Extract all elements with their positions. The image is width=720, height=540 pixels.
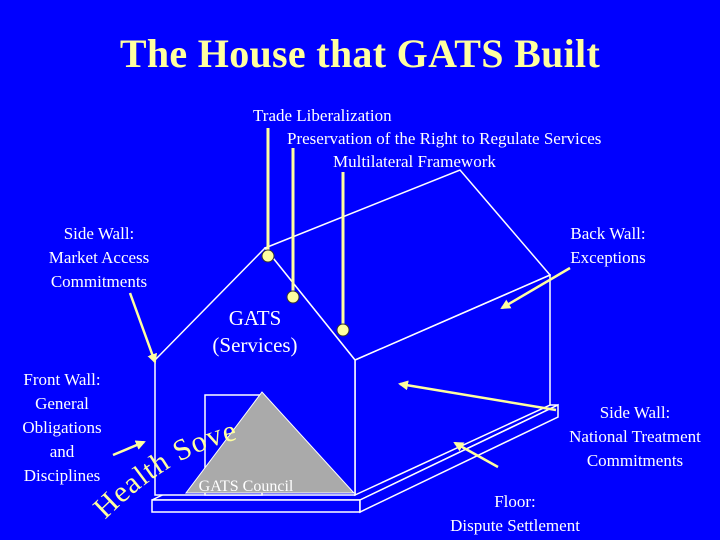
label-side-wall-national-treatment: Side Wall: National Treatment Commitment… — [552, 401, 718, 473]
label-floor-dispute-settlement: Floor: Dispute Settlement — [434, 490, 596, 538]
arrow-front-wall — [112, 440, 146, 457]
side-wall-left-line-1: Side Wall: — [63, 224, 135, 243]
side-wall-left-line-2: Market Access — [48, 248, 150, 267]
pin-multilateral-framework — [336, 172, 350, 337]
front-wall-line-5: Disciplines — [23, 466, 101, 485]
side-wall-left-line-3: Commitments — [50, 272, 148, 291]
floor-line-2: Dispute Settlement — [450, 516, 580, 535]
gats-council-label: GATS Council — [199, 478, 294, 495]
arrow-national-treatment — [398, 380, 557, 412]
label-back-wall-exceptions: Back Wall: Exceptions — [548, 222, 668, 270]
side-wall-right-line-1: Side Wall: — [599, 403, 671, 422]
gats-council-wedge — [184, 391, 356, 494]
page-title: The House that GATS Built — [119, 31, 601, 76]
arrow-exceptions — [500, 266, 571, 310]
label-trade-liberalization: Trade Liberalization — [253, 106, 392, 125]
side-wall-right-line-3: Commitments — [586, 451, 684, 470]
health-sovereignty-textpath: Health Sovereignty — [0, 0, 240, 525]
back-wall-line-1: Back Wall: — [570, 224, 646, 243]
label-front-wall-obligations: Front Wall: General Obligations and Disc… — [6, 368, 118, 488]
gats-label-line-2: (Services) — [212, 333, 298, 357]
side-wall-right-line-2: National Treatment — [569, 427, 701, 446]
label-right-to-regulate: Preservation of the Right to Regulate Se… — [287, 129, 602, 148]
front-wall-line-1: Front Wall: — [23, 370, 101, 389]
gats-label-line-1: GATS — [228, 306, 282, 330]
front-wall-line-2: General — [35, 394, 89, 413]
front-wall-line-4: and — [49, 442, 75, 461]
front-wall-line-3: Obligations — [22, 418, 102, 437]
arrow-floor — [453, 441, 499, 469]
pin-right-to-regulate — [286, 148, 300, 304]
label-multilateral-framework: Multilateral Framework — [333, 152, 496, 171]
floor-line-1: Floor: — [494, 492, 536, 511]
label-side-wall-market-access: Side Wall: Market Access Commitments — [24, 222, 174, 294]
gats-services-label: GATS (Services) — [180, 305, 330, 359]
pin-trade-liberalization — [261, 128, 275, 263]
health-sovereignty-arc-text: Health Sovereignty — [0, 0, 241, 525]
back-wall-line-2: Exceptions — [570, 248, 646, 267]
arrow-market-access — [128, 292, 157, 364]
